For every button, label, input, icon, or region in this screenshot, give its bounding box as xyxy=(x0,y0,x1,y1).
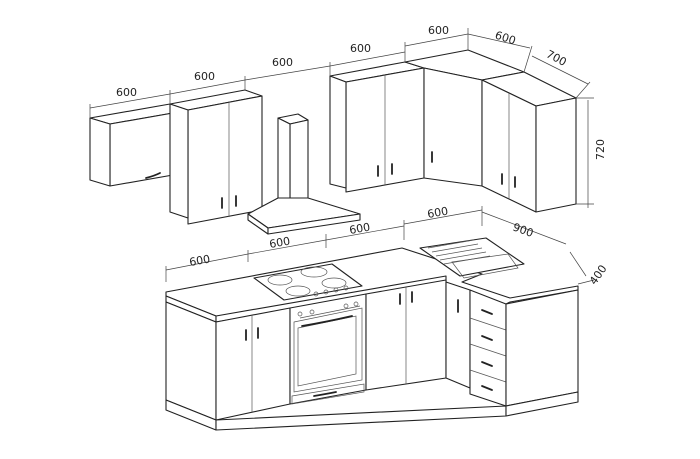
drawer-handle-icon xyxy=(481,385,493,391)
lower-cabinet-1 xyxy=(215,307,291,421)
oven-unit xyxy=(289,293,367,405)
upper-height-dimension: 720 xyxy=(594,139,607,160)
lower-dimension-2: 600 xyxy=(268,235,291,251)
upper-dimension-1: 600 xyxy=(116,86,137,99)
upper-cabinet-4 xyxy=(481,71,577,213)
lower-depth-dimension: 400 xyxy=(587,263,610,288)
upper-corner-cabinet xyxy=(404,49,525,187)
upper-dimension-6: 600 xyxy=(493,29,517,48)
upper-dimension-2: 600 xyxy=(194,70,215,83)
lower-dimension-1: 600 xyxy=(188,253,211,269)
lower-cabinets xyxy=(165,237,579,431)
cooktop xyxy=(253,263,363,301)
upper-dimension-5: 600 xyxy=(428,24,449,37)
drawer-handle-icon xyxy=(481,335,493,341)
oven-handle-icon xyxy=(301,315,353,327)
knob-icon xyxy=(313,291,319,297)
knob-icon xyxy=(333,287,339,293)
drawer-handle-icon xyxy=(481,361,493,367)
upper-cabinet-3 xyxy=(329,61,425,193)
lower-left-side xyxy=(165,301,217,421)
range-hood xyxy=(247,113,361,235)
handle-icon xyxy=(145,172,161,179)
lower-right-side xyxy=(505,289,579,407)
drawer-handle-icon xyxy=(481,309,493,315)
lower-dimension-4: 600 xyxy=(426,205,449,221)
upper-dimension-4: 600 xyxy=(350,42,371,55)
knob-icon xyxy=(343,285,349,291)
drawer-handle-icon xyxy=(313,391,337,397)
upper-depth-dimension: 700 xyxy=(544,48,569,69)
upper-cabinet-2 xyxy=(169,89,263,225)
lower-dimension-3: 600 xyxy=(348,221,371,237)
corner-cabinet xyxy=(445,281,471,389)
knob-icon xyxy=(323,289,329,295)
upper-dimension-3: 600 xyxy=(272,56,293,69)
sink xyxy=(419,237,525,279)
lower-corner-dimension: 900 xyxy=(511,221,535,240)
upper-cabinets xyxy=(89,49,577,235)
